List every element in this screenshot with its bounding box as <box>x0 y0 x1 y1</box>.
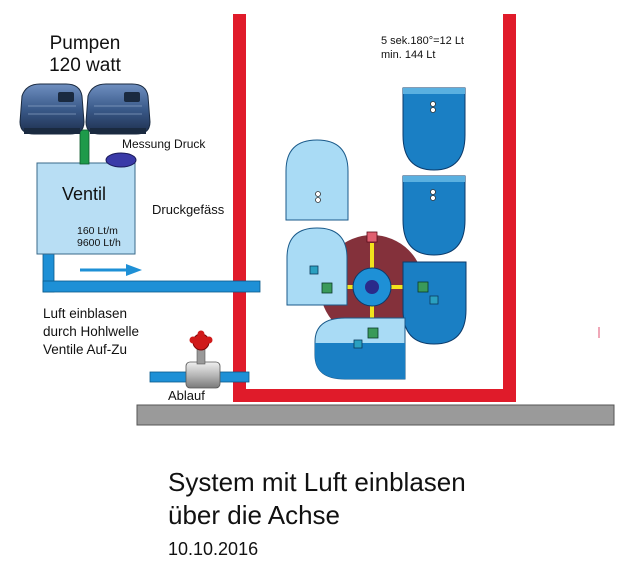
tank-floor <box>233 389 516 402</box>
drain-valve[interactable] <box>185 330 221 389</box>
pressure-measurement-label: Messung Druck <box>122 137 206 151</box>
bucket-top-right-1 <box>402 87 466 171</box>
pump-title-line2: 120 watt <box>49 54 121 76</box>
caption-line1: System mit Luft einblasen <box>168 467 466 497</box>
caption-date: 10.10.2016 <box>168 539 259 559</box>
pump-title: Pumpen 120 watt <box>44 33 126 77</box>
air-injection-line3: Ventile Auf-Zu <box>43 342 128 357</box>
tank-right-wall <box>503 14 516 402</box>
top-connector <box>366 231 378 243</box>
drain-label: Ablauf <box>168 388 205 403</box>
flow-arrow <box>80 264 142 276</box>
bucket-attached-bottom <box>314 317 406 380</box>
pump-title-line1: Pumpen <box>49 33 121 54</box>
flow-rate-label: 160 Lt/m 9600 Lt/h <box>77 225 121 249</box>
flow-rate-line1: 160 Lt/m <box>77 225 118 237</box>
caption: System mit Luft einblasen über die Achse <box>168 466 466 532</box>
valve-handle-icon[interactable] <box>189 330 213 351</box>
wheel-hub <box>352 267 392 307</box>
pressure-vessel <box>36 162 136 255</box>
pressure-sensor <box>105 152 137 168</box>
air-injection-label: Luft einblasen durch Hohlwelle Ventile A… <box>43 305 139 359</box>
bucket-attached-left <box>286 227 348 306</box>
caption-line2: über die Achse <box>168 500 341 530</box>
bucket-top-right-2 <box>402 175 466 256</box>
water-tank <box>233 14 516 402</box>
valve-label: Ventil <box>62 184 107 204</box>
pump-right <box>85 83 151 135</box>
pressure-vessel-label: Druckgefäss <box>152 202 225 217</box>
pump-left <box>19 83 85 135</box>
pressure-pipe <box>79 129 90 165</box>
bucket-attached-right <box>402 261 467 345</box>
timing-label: 5 sek.180°=12 Lt min. 144 Lt <box>381 34 464 62</box>
bucket-empty-left-top <box>285 139 349 221</box>
flow-rate-line2: 9600 Lt/h <box>77 237 121 250</box>
ground-slab <box>136 404 615 426</box>
timing-line2: min. 144 Lt <box>381 49 436 61</box>
air-injection-line1: Luft einblasen <box>43 306 128 321</box>
timing-line1: 5 sek.180°=12 Lt <box>381 35 464 47</box>
air-injection-line2: durch Hohlwelle <box>43 324 140 339</box>
tank-left-wall <box>233 14 246 402</box>
